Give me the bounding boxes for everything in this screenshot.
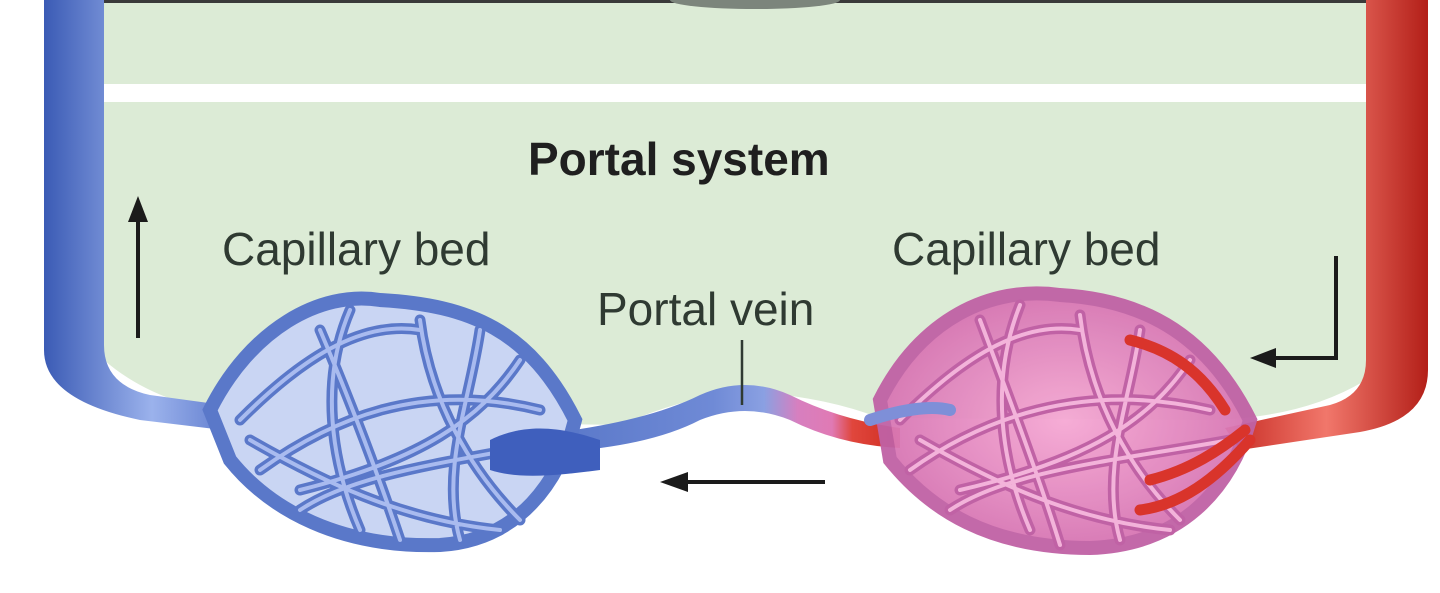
- capillary-bed-left-network: [202, 291, 600, 553]
- arrow-left-bottom: [660, 472, 825, 492]
- label-capillary-bed-left: Capillary bed: [222, 223, 491, 275]
- portal-vein-vessel: [560, 385, 900, 452]
- label-capillary-bed-right: Capillary bed: [892, 223, 1161, 275]
- right-artery: [1225, 0, 1428, 450]
- arrow-down-left-right-side: [1250, 256, 1338, 368]
- arrow-up-left: [128, 196, 148, 338]
- upper-panel: [104, 0, 1366, 84]
- panel-divider: [104, 84, 1366, 102]
- label-portal-vein: Portal vein: [597, 283, 815, 335]
- left-vein: [44, 0, 260, 432]
- capillary-bed-right-network: [864, 286, 1258, 556]
- upper-organ-edge: [670, 0, 840, 9]
- diagram-title: Portal system: [528, 133, 830, 185]
